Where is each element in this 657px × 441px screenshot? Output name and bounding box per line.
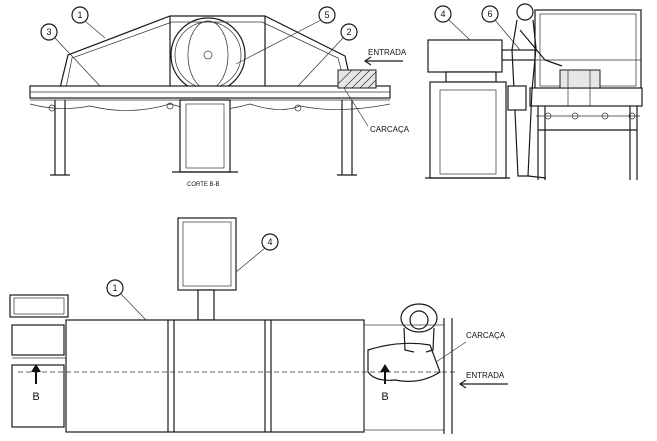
balloon-6-top: 6	[481, 5, 521, 51]
svg-text:3: 3	[46, 27, 51, 37]
balloon-4-bottom: 4	[235, 233, 279, 273]
operator-figure-top	[507, 3, 563, 179]
carcass-box	[337, 69, 377, 89]
carcaca-label-top: CARCAÇA	[343, 87, 410, 134]
entrada-arrow-top: ENTRADA	[363, 48, 407, 66]
svg-text:B: B	[32, 391, 39, 403]
svg-text:4: 4	[440, 9, 445, 19]
section-b-right: B	[380, 364, 390, 403]
svg-text:CARCAÇA: CARCAÇA	[370, 125, 410, 134]
balloon-5-top: 5	[235, 6, 336, 65]
side-elevation-view: 1 3 5 2 ENTRADA CARCAÇA CORTE B-B	[29, 6, 410, 188]
svg-text:4: 4	[267, 237, 272, 247]
end-view: 4 6	[425, 3, 643, 180]
entrada-arrow-bottom: ENTRADA	[458, 371, 508, 389]
svg-text:6: 6	[487, 9, 492, 19]
plan-view: B B 4 1 CARCAÇA ENTRADA	[9, 217, 508, 434]
svg-text:2: 2	[346, 27, 351, 37]
svg-text:B: B	[381, 391, 388, 403]
svg-text:ENTRADA: ENTRADA	[368, 48, 407, 57]
svg-text:1: 1	[77, 10, 82, 20]
balloon-3-top: 3	[40, 23, 101, 87]
svg-text:CARCAÇA: CARCAÇA	[466, 331, 506, 340]
section-b-left: B	[31, 364, 41, 403]
balloon-4-top: 4	[434, 5, 471, 41]
carcaca-label-bottom: CARCAÇA	[435, 331, 506, 363]
balloon-1-bottom: 1	[106, 279, 147, 321]
svg-text:ENTRADA: ENTRADA	[466, 371, 505, 380]
svg-text:1: 1	[112, 283, 117, 293]
balloon-1-top: 1	[71, 6, 106, 39]
operator-figure-bottom	[400, 303, 438, 353]
svg-text:5: 5	[324, 10, 329, 20]
balloon-2-top: 2	[297, 23, 358, 87]
corte-bb-label: CORTE B-B	[187, 182, 220, 188]
